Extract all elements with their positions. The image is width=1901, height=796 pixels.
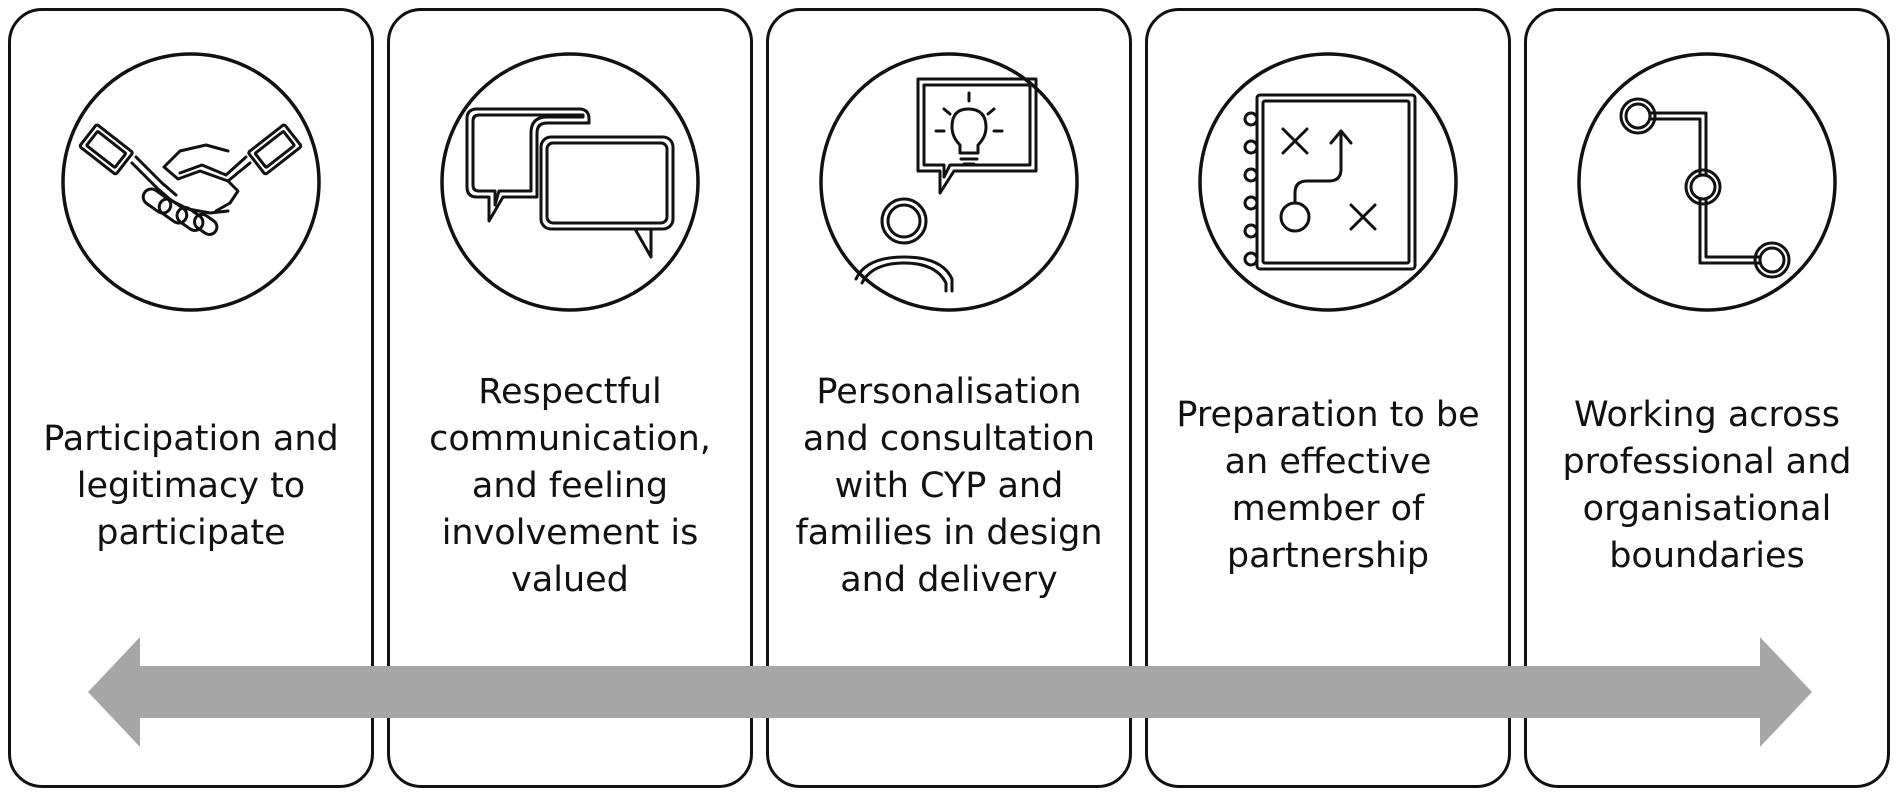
panel-label-text: Respectful communication, and feeling in… <box>429 371 711 600</box>
person-idea-icon <box>818 51 1080 313</box>
strategy-board-icon <box>1197 51 1459 313</box>
handshake-icon <box>60 51 322 313</box>
panel-label: Personalisation and consultation with CY… <box>779 351 1119 621</box>
panel-label-text: Preparation to be an effective member of… <box>1176 395 1480 576</box>
pathway-nodes-icon <box>1576 51 1838 313</box>
panel-label: Respectful communication, and feeling in… <box>400 351 740 621</box>
panel-label-text: Personalisation and consultation with CY… <box>795 371 1103 600</box>
panel-participation: Participation and legitimacy to particip… <box>8 8 374 788</box>
panel-preparation: Preparation to be an effective member of… <box>1145 8 1511 788</box>
panel-label-text: Participation and legitimacy to particip… <box>43 418 339 553</box>
panel-label-text: Working across professional and organisa… <box>1562 395 1852 576</box>
panel-working-across: Working across professional and organisa… <box>1524 8 1890 788</box>
speech-bubbles-icon <box>439 51 701 313</box>
panel-label: Preparation to be an effective member of… <box>1158 351 1498 621</box>
panel-label: Participation and legitimacy to particip… <box>21 351 361 621</box>
panel-personalisation: Personalisation and consultation with CY… <box>766 8 1132 788</box>
panel-label: Working across professional and organisa… <box>1537 351 1877 621</box>
panel-communication: Respectful communication, and feeling in… <box>387 8 753 788</box>
